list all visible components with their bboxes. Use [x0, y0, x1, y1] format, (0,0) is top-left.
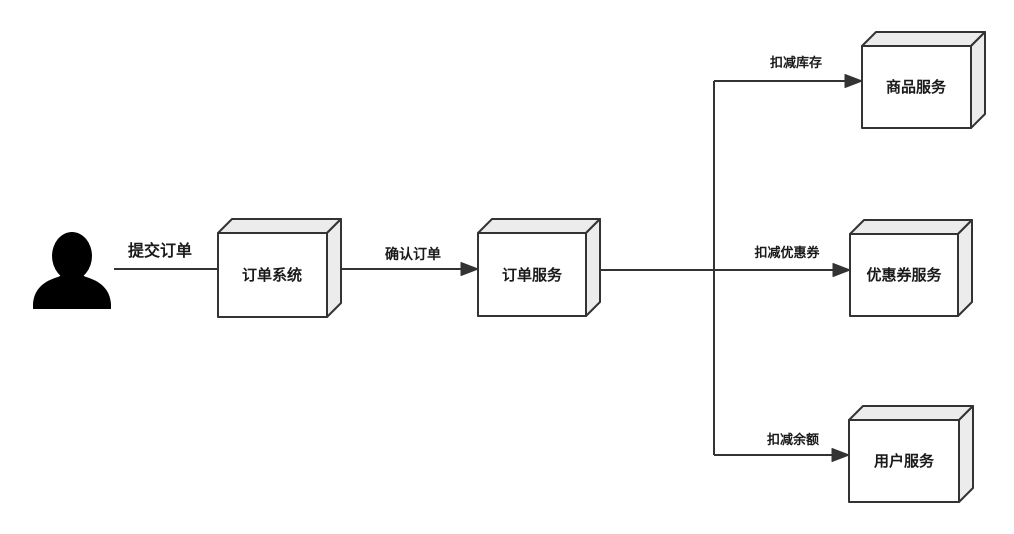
- edge-deduct-stock: 扣减库存: [714, 55, 863, 88]
- edge-label-deduct-coupon: 扣减优惠券: [754, 245, 820, 260]
- node-order-service: 订单服务: [477, 218, 601, 317]
- node-order-system-front-face: [217, 232, 328, 318]
- node-goods-service-label: 商品服务: [886, 78, 947, 96]
- node-order-service-front-face: [477, 232, 587, 317]
- node-user-service: 用户服务: [848, 405, 974, 503]
- arrowhead-deduct-coupon: [832, 263, 851, 277]
- edge-trunk: [601, 81, 715, 455]
- edge-submit-order: 提交订单: [114, 241, 218, 270]
- node-coupon-service: 优惠券服务: [849, 219, 973, 317]
- edge-confirm-order: 确认订单: [341, 246, 479, 276]
- node-goods-service-right-face: [970, 31, 986, 129]
- node-user-service-front-face: [848, 419, 960, 503]
- edge-label-deduct-balance: 扣减余额: [767, 432, 819, 447]
- node-coupon-service-front-face: [849, 233, 959, 317]
- node-user-service-right-face: [958, 405, 974, 503]
- person-shoulders: [33, 261, 111, 309]
- edge-label-confirm-order: 确认订单: [385, 246, 441, 262]
- node-order-service-right-face: [585, 218, 601, 317]
- node-order-system-top-face: [217, 218, 342, 234]
- node-coupon-service-label: 优惠券服务: [866, 266, 942, 284]
- node-goods-service: 商品服务: [861, 31, 986, 129]
- node-order-system: 订单系统: [217, 218, 342, 318]
- edge-deduct-balance: 扣减余额: [714, 432, 850, 462]
- node-order-service-top-face: [477, 218, 601, 234]
- node-goods-service-top-face: [861, 31, 986, 47]
- person-icon: [33, 232, 111, 309]
- node-order-system-right-face: [326, 218, 342, 318]
- node-user-service-top-face: [848, 405, 974, 421]
- arrowhead-confirm-order: [460, 262, 479, 276]
- node-goods-service-front-face: [861, 45, 972, 129]
- edge-label-submit-order: 提交订单: [128, 241, 192, 260]
- node-coupon-service-top-face: [849, 219, 973, 235]
- edge-deduct-coupon: 扣减优惠券: [714, 245, 851, 277]
- arrowhead-deduct-stock: [844, 74, 863, 88]
- person-head: [52, 232, 92, 280]
- edge-label-deduct-stock: 扣减库存: [770, 55, 822, 70]
- node-order-service-label: 订单服务: [502, 266, 563, 284]
- node-order-system-label: 订单系统: [242, 266, 302, 284]
- node-coupon-service-right-face: [957, 219, 973, 317]
- node-user-service-label: 用户服务: [874, 452, 935, 470]
- arrowhead-deduct-balance: [831, 448, 850, 462]
